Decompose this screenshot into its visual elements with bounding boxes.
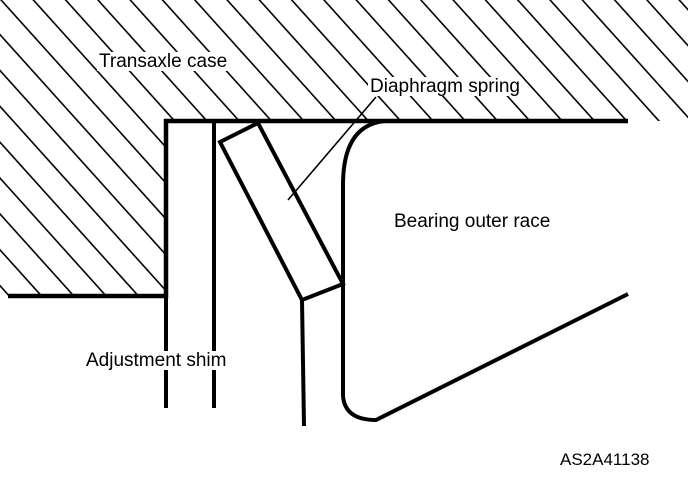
label-transaxle-case: Transaxle case	[97, 51, 230, 72]
label-bearing-outer-race: Bearing outer race	[394, 211, 551, 232]
label-diaphragm-spring: Diaphragm spring	[368, 76, 522, 97]
label-adjustment-shim: Adjustment shim	[84, 350, 229, 371]
diaphragm-spring-leader	[287, 96, 377, 201]
bearing-outer-race	[341, 119, 629, 422]
spring-bore-edge	[300, 299, 306, 427]
diaphragm-spring	[217, 120, 346, 303]
figure-code: AS2A41138	[560, 450, 650, 469]
